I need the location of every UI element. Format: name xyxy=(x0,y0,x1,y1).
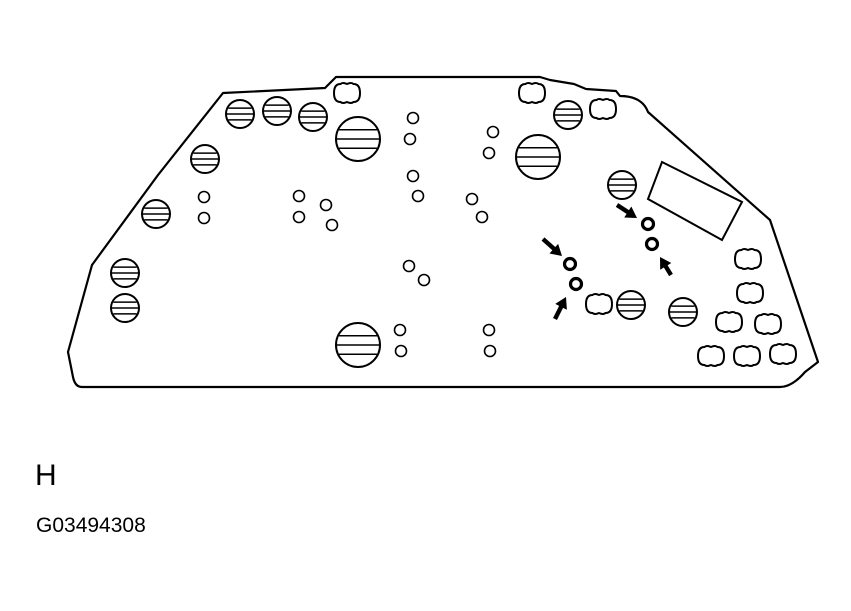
mounting-hole xyxy=(482,146,496,160)
bead-cutout xyxy=(732,345,762,367)
bead-cutout xyxy=(714,311,744,333)
indicator-lens xyxy=(668,297,698,327)
mounting-hole xyxy=(486,125,500,139)
mounting-hole xyxy=(292,210,306,224)
bead-cutout xyxy=(332,82,362,104)
indicator-arrow xyxy=(541,237,562,256)
gauge-lens xyxy=(335,322,381,368)
indicator-lens xyxy=(190,144,220,174)
indicator-lens xyxy=(141,199,171,229)
mounting-hole xyxy=(482,323,496,337)
arrow-shape xyxy=(553,297,567,320)
bead-cutout xyxy=(517,82,547,104)
bead-cutout xyxy=(768,343,798,365)
mounting-hole xyxy=(465,192,479,206)
bead-cutout xyxy=(696,345,726,367)
mounting-hole xyxy=(325,218,339,232)
indicator-arrow xyxy=(660,257,673,277)
mounting-hole xyxy=(483,344,497,358)
arrow-shape xyxy=(615,203,637,218)
bead-cutout xyxy=(735,282,765,304)
gauge-lens xyxy=(515,134,561,180)
mounting-hole xyxy=(475,210,489,224)
indicator-arrows xyxy=(541,203,673,320)
bead-cutout xyxy=(584,293,614,315)
indicator-lens xyxy=(553,100,583,130)
bead-cutout xyxy=(733,248,763,270)
arrow-shape xyxy=(660,257,673,277)
target-hole xyxy=(568,276,584,292)
indicator-arrow xyxy=(553,297,567,320)
mounting-hole xyxy=(411,189,425,203)
mounting-hole xyxy=(402,259,416,273)
mounting-hole xyxy=(417,273,431,287)
target-hole xyxy=(644,236,660,252)
gasket-features xyxy=(110,82,798,368)
gasket-outline xyxy=(66,75,820,389)
arrow-shape xyxy=(541,237,562,256)
figure-code: G03494308 xyxy=(36,514,146,537)
mounting-hole xyxy=(292,189,306,203)
target-hole xyxy=(640,216,656,232)
gauge-lens xyxy=(335,116,381,162)
mounting-hole xyxy=(394,344,408,358)
indicator-lens xyxy=(110,293,140,323)
indicator-lens xyxy=(262,96,292,126)
bead-cutout xyxy=(588,98,618,120)
mounting-hole xyxy=(403,132,417,146)
mounting-hole xyxy=(197,211,211,225)
target-hole xyxy=(562,256,578,272)
indicator-lens xyxy=(110,258,140,288)
bead-cutout xyxy=(753,313,783,335)
indicator-lens xyxy=(225,99,255,129)
indicator-arrow xyxy=(615,203,637,218)
mounting-hole xyxy=(393,323,407,337)
section-letter: H xyxy=(35,459,57,492)
indicator-lens xyxy=(607,170,637,200)
mounting-hole xyxy=(319,198,333,212)
indicator-lens xyxy=(616,290,646,320)
mounting-hole xyxy=(197,190,211,204)
indicator-lens xyxy=(298,102,328,132)
mounting-hole xyxy=(406,111,420,125)
mounting-hole xyxy=(406,169,420,183)
window-slot xyxy=(646,160,744,242)
gasket-panel xyxy=(66,75,820,389)
